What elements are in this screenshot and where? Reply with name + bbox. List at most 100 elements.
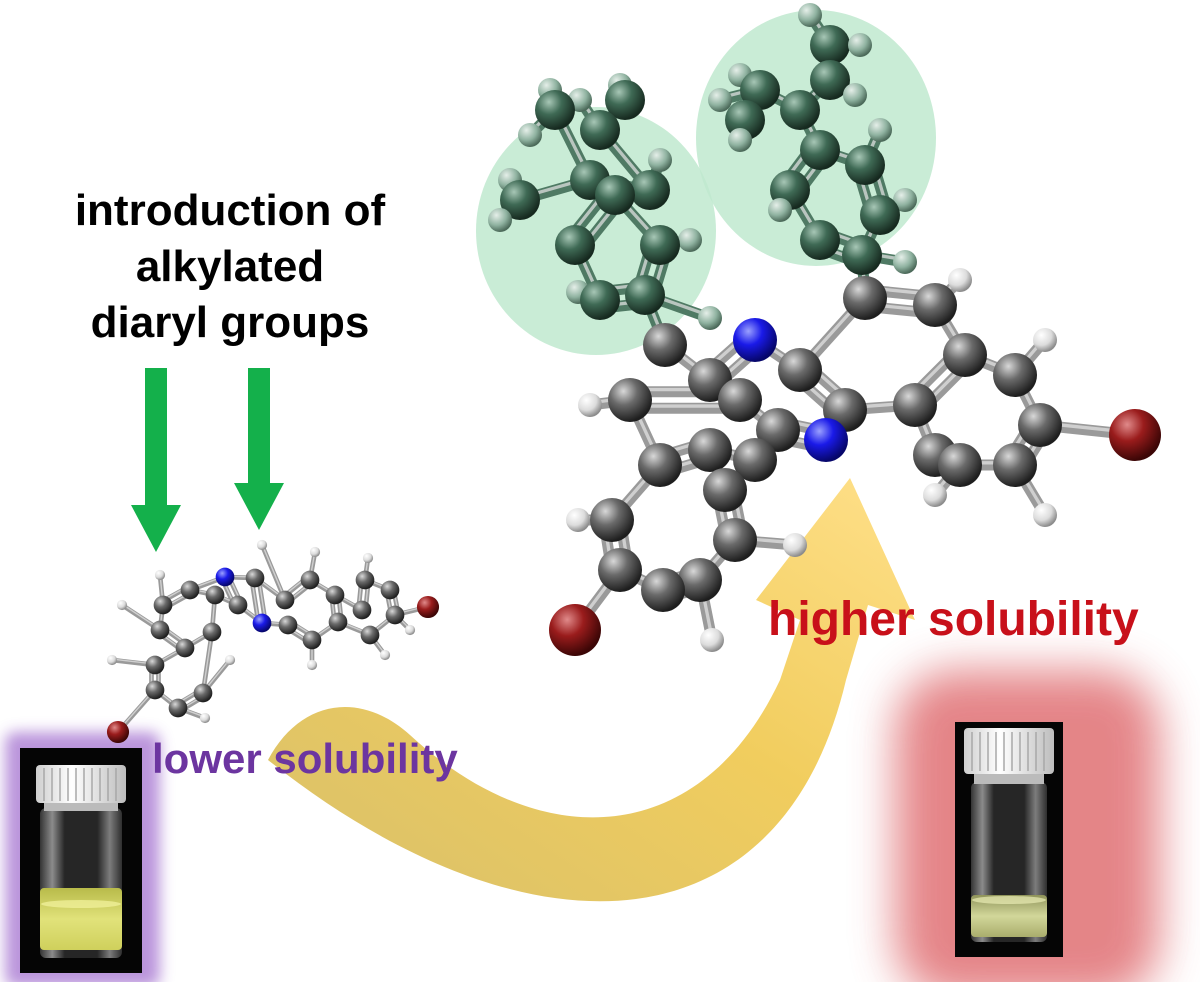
substituent-carbon-atom (810, 25, 850, 65)
substituent-carbon-atom (810, 60, 850, 100)
nitrogen-atom (804, 418, 848, 462)
carbon-atom (380, 580, 400, 600)
carbon-atom (150, 620, 170, 640)
bromine-atom (416, 595, 440, 619)
intro-label-line-1: introduction of (74, 186, 386, 235)
carbon-atom (643, 323, 687, 367)
substituent-carbon-atom (780, 90, 820, 130)
intro-label-line-3: diaryl groups (90, 298, 370, 347)
substituent-carbon-atom (500, 180, 540, 220)
substituent-carbon-atom (555, 225, 595, 265)
carbon-atom (385, 605, 405, 625)
carbon-atom (175, 638, 195, 658)
carbon-atom (145, 680, 165, 700)
carbon-atom (193, 683, 213, 703)
substituent-hydrogen-atom (698, 306, 722, 330)
nitrogen-atom (733, 318, 777, 362)
small-molecule (106, 539, 440, 744)
carbon-atom (180, 580, 200, 600)
bond-highlight (261, 543, 286, 600)
hydrogen-atom (154, 569, 166, 581)
carbon-atom (168, 698, 188, 718)
carbon-atom (943, 333, 987, 377)
nitrogen-atom (252, 613, 272, 633)
hydrogen-atom (306, 659, 318, 671)
hydrogen-atom (700, 628, 724, 652)
carbon-atom (153, 595, 173, 615)
substituent-hydrogen-atom (843, 83, 867, 107)
hydrogen-atom (199, 712, 211, 724)
carbon-atom (688, 428, 732, 472)
bromine-atom (106, 720, 130, 744)
carbon-atom (278, 615, 298, 635)
substituent-carbon-atom (740, 70, 780, 110)
carbon-atom (202, 622, 222, 642)
intro-label-line-2: alkylated (135, 242, 325, 291)
carbon-atom (893, 383, 937, 427)
substituent-carbon-atom (860, 195, 900, 235)
carbon-atom (843, 276, 887, 320)
hydrogen-atom (783, 533, 807, 557)
carbon-atom (938, 443, 982, 487)
higher-solubility-label: higher solubility (768, 593, 1139, 646)
carbon-atom (300, 570, 320, 590)
substituent-hydrogen-atom (893, 188, 917, 212)
hydrogen-atom (106, 654, 118, 666)
hydrogen-atom (1033, 503, 1057, 527)
hydrogen-atom (566, 508, 590, 532)
carbon-atom (302, 630, 322, 650)
carbon-atom (678, 558, 722, 602)
substituent-carbon-atom (800, 130, 840, 170)
hydrogen-atom (379, 649, 391, 661)
intro-label: introduction of alkylated diaryl groups (20, 183, 440, 351)
substituent-carbon-atom (580, 280, 620, 320)
carbon-atom (756, 408, 800, 452)
curved-arrow (268, 478, 915, 902)
substituent-carbon-atom (625, 275, 665, 315)
hydrogen-atom (1033, 328, 1057, 352)
substituent-hydrogen-atom (868, 118, 892, 142)
substituent-hydrogen-atom (648, 148, 672, 172)
nitrogen-atom (215, 567, 235, 587)
large-molecule (488, 3, 1161, 656)
hydrogen-atom (309, 546, 321, 558)
bond-highlight (202, 630, 213, 693)
carbon-atom (718, 378, 762, 422)
hydrogen-atom (224, 654, 236, 666)
carbon-atom (638, 443, 682, 487)
green-arrow-right (234, 368, 284, 530)
green-arrow-left (131, 368, 181, 552)
substituent-hydrogen-atom (848, 33, 872, 57)
carbon-atom (713, 518, 757, 562)
substituent-carbon-atom (845, 145, 885, 185)
substituent-carbon-atom (580, 110, 620, 150)
hydrogen-atom (404, 624, 416, 636)
substituent-carbon-atom (640, 225, 680, 265)
bromine-atom (1109, 409, 1161, 461)
vial-lower-solubility (20, 748, 142, 973)
carbon-atom (245, 568, 265, 588)
carbon-atom (205, 585, 225, 605)
carbon-atom (275, 590, 295, 610)
carbon-atom (778, 348, 822, 392)
carbon-atom (355, 570, 375, 590)
substituent-hydrogen-atom (798, 3, 822, 27)
carbon-atom (993, 353, 1037, 397)
carbon-atom (608, 378, 652, 422)
carbon-atom (993, 443, 1037, 487)
bromine-atom (549, 604, 601, 656)
carbon-atom (641, 568, 685, 612)
carbon-atom (352, 600, 372, 620)
substituent-hydrogen-atom (518, 123, 542, 147)
substituent-carbon-atom (535, 90, 575, 130)
carbon-atom (360, 625, 380, 645)
carbon-atom (145, 655, 165, 675)
carbon-atom (733, 438, 777, 482)
hydrogen-atom (256, 539, 268, 551)
substituent-hydrogen-atom (488, 208, 512, 232)
carbon-atom (913, 283, 957, 327)
substituent-carbon-atom (800, 220, 840, 260)
carbon-atom (598, 548, 642, 592)
hydrogen-atom (362, 552, 374, 564)
